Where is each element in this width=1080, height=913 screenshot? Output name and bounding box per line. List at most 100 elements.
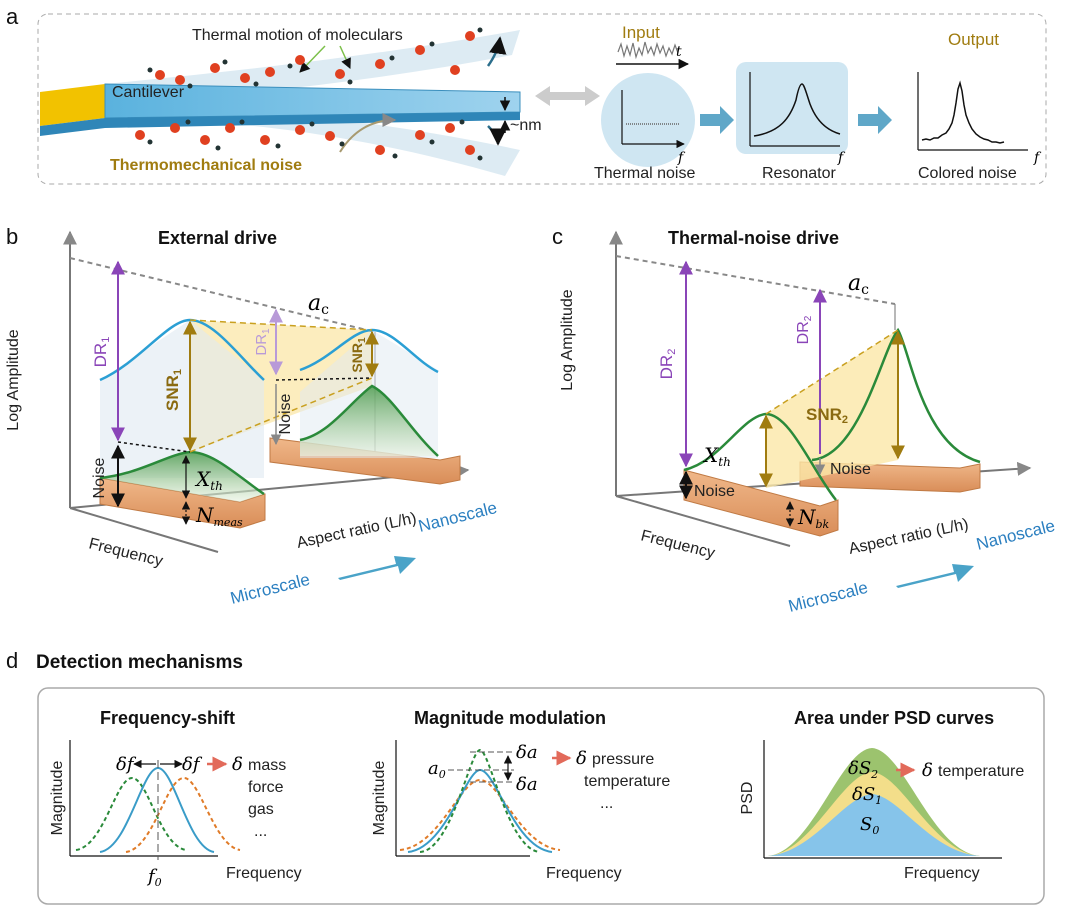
panel-b-snr1: SNR1 xyxy=(163,369,184,411)
psd-s0-area xyxy=(768,794,980,856)
mm-item-2: ... xyxy=(600,795,613,812)
nm-label: ~nm xyxy=(510,117,542,134)
resonator-label: Resonator xyxy=(762,165,836,182)
panel-b-noise-link-back xyxy=(275,377,373,381)
panel-c-ac: ac xyxy=(848,271,869,298)
panel-b-noise-link xyxy=(117,441,191,453)
mm-item-0: pressure xyxy=(592,751,654,768)
panel-c-noise-back: Noise xyxy=(830,461,871,478)
panel-d-frame xyxy=(37,687,1045,905)
mm-title: Magnitude modulation xyxy=(414,708,606,728)
panel-b-title: External drive xyxy=(158,228,277,248)
output-curve xyxy=(921,80,1005,144)
fs-title: Frequency-shift xyxy=(100,708,235,728)
panel-b-back-green-fill xyxy=(300,386,438,456)
panel-b-scale-arrow xyxy=(338,556,416,580)
panel-c-xaxis xyxy=(615,495,791,547)
equivalence-arrow xyxy=(535,86,600,106)
psd-delta: δ xyxy=(922,760,933,781)
psd-ds2: δS2 xyxy=(848,758,878,781)
cantilever-clamp xyxy=(40,84,105,126)
panel-c-xaxis-label: Frequency xyxy=(639,527,716,562)
mm-item-1: temperature xyxy=(584,773,670,790)
cantilever-illustration: ~nm Cantilever Thermal motion of molecul… xyxy=(40,27,542,176)
panel-c-yaxis-label: Log Amplitude xyxy=(559,289,576,391)
panel-c-nanoscale: Nanoscale xyxy=(974,516,1057,554)
panel-a: a ~nm Cantilever Thermal motion of molec… xyxy=(6,4,1047,185)
fs-delta: δ xyxy=(232,754,243,775)
mm-a0: a0 xyxy=(428,758,446,781)
panel-c-microscale: Microscale xyxy=(786,578,869,616)
fs-green-curve xyxy=(75,776,187,851)
psd-xaxis-label: Frequency xyxy=(904,865,980,882)
fs-item-0: mass xyxy=(248,757,286,774)
fs-xaxis-label: Frequency xyxy=(226,865,302,882)
panel-b-xaxis xyxy=(69,507,219,553)
input-block: Input t f Thermal noise xyxy=(594,23,695,182)
panel-b-noise: Noise xyxy=(91,457,108,498)
fs-blue-curve xyxy=(99,766,215,853)
panel-c-peak-link xyxy=(765,329,899,415)
fs-item-2: gas xyxy=(248,801,274,818)
arrow-to-resonator xyxy=(700,106,734,134)
molecules xyxy=(135,27,483,161)
panel-c-scale-arrow xyxy=(896,564,974,588)
psd-s0: S0 xyxy=(860,814,879,837)
thermomech-arrow xyxy=(339,113,397,153)
fs-item-1: force xyxy=(248,779,284,796)
panel-c-back-green-curve xyxy=(811,327,981,464)
panel-b-ac: ac xyxy=(308,291,329,318)
input-waveform xyxy=(617,41,679,60)
thermal-motion-label: Thermal motion of moleculars xyxy=(192,27,403,44)
panel-c-label: c xyxy=(552,224,563,249)
panel-b-label: b xyxy=(6,224,18,249)
panel-c-noise-floor-front xyxy=(683,469,839,537)
cantilever-label: Cantilever xyxy=(112,84,185,101)
mm-delta: δ xyxy=(576,748,587,769)
thermal-noise-f: f xyxy=(677,150,686,166)
output-label: Output xyxy=(948,30,999,49)
resonator-curve xyxy=(753,83,841,137)
panel-a-label: a xyxy=(6,4,19,29)
psd-ds1: δS1 xyxy=(852,784,882,807)
panel-c-dr2: DR2 xyxy=(657,349,678,380)
panel-d-label: d xyxy=(6,648,18,673)
thermal-arrow-2 xyxy=(339,45,351,69)
mm-da-top: δa xyxy=(516,742,538,763)
cantilever-edge xyxy=(40,112,520,136)
panel-c-title: Thermal-noise drive xyxy=(668,228,839,248)
psd-title: Area under PSD curves xyxy=(794,708,994,728)
arrow-to-output xyxy=(858,106,892,134)
panel-b-depthaxis-label: Aspect ratio (L/h) xyxy=(295,510,418,552)
panel-b-dr1: DR1 xyxy=(91,337,112,368)
mag-mod-plot: Magnitude modulation Magnitude Frequency… xyxy=(371,708,670,882)
fs-f0: f0 xyxy=(146,866,162,889)
fs-yaxis-label: Magnitude xyxy=(49,761,66,836)
panel-b-xth: Xth xyxy=(194,467,223,493)
panel-b: b External drive Log Amplitude Frequency… xyxy=(5,224,499,608)
input-t-label: t xyxy=(676,44,682,60)
thermal-arrow-1 xyxy=(299,45,326,73)
panel-b-nmeas: Nmeas xyxy=(195,503,243,529)
panel-c-snr2: SNR2 xyxy=(806,405,848,426)
mm-orange-curve xyxy=(399,778,561,851)
panel-c-ac-line xyxy=(615,255,896,305)
beam-motion-arrow-down xyxy=(487,125,507,146)
output-block: Output f Colored noise xyxy=(917,30,1042,182)
output-f: f xyxy=(1033,150,1042,166)
fs-df-right-label: δf xyxy=(182,754,203,775)
panel-c: c Thermal-noise drive Log Amplitude Freq… xyxy=(552,224,1057,616)
panel-b-ac-line xyxy=(69,257,376,333)
mm-da-bot: δa xyxy=(516,774,538,795)
panel-b-noise-back: Noise xyxy=(277,393,294,434)
fs-orange-curve xyxy=(125,776,241,853)
fs-item-3: ... xyxy=(254,823,267,840)
panel-b-floor-link xyxy=(189,377,373,453)
resonator-box xyxy=(736,62,848,154)
panel-c-nbk: Nbk xyxy=(797,505,830,531)
fs-df-left-label: δf xyxy=(116,754,137,775)
panel-d-title: Detection mechanisms xyxy=(36,652,243,673)
beam-motion-arrow-up xyxy=(486,36,507,67)
panel-b-xaxis-label: Frequency xyxy=(87,535,164,570)
psd-plot: Area under PSD curves PSD Frequency δS2 … xyxy=(739,708,1024,882)
